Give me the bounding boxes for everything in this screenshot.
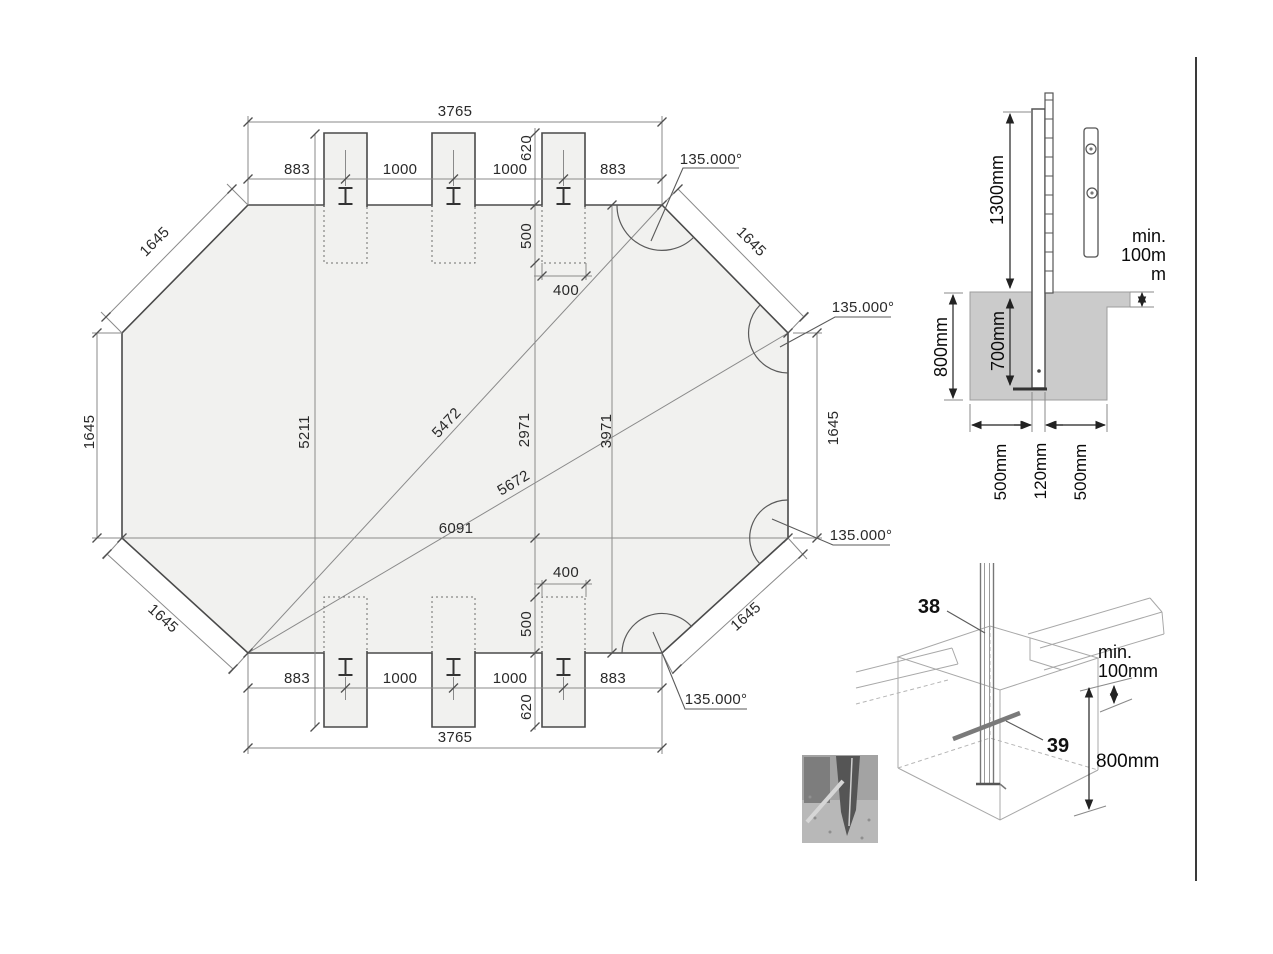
dim-edge-bottom-left: 1645 bbox=[144, 601, 181, 637]
dim-tab-height-bottom: 620 bbox=[518, 694, 535, 720]
dim-spacing-bottom-3: 1000 bbox=[493, 670, 528, 687]
dim-pocket-depth-bottom: 500 bbox=[518, 611, 535, 637]
anchor-rod bbox=[952, 710, 1021, 742]
dim-spacing-bottom-1: 883 bbox=[284, 670, 310, 687]
dim-footing-width-mid: 120mm bbox=[1031, 443, 1050, 500]
angle-annotations bbox=[616, 167, 891, 710]
part-label-post: 38 bbox=[918, 596, 940, 618]
dim-spacing-top-4: 883 bbox=[600, 161, 626, 178]
dim-overall-bottom: 3765 bbox=[438, 729, 473, 746]
min-cover-line-3: m bbox=[1151, 264, 1166, 284]
floor-plan: 3765 883 1000 1000 883 620 500 400 883 1… bbox=[81, 103, 894, 754]
section-dimensions bbox=[944, 111, 1154, 432]
dim-pocket-width-bottom: 400 bbox=[553, 564, 579, 581]
anchor-post bbox=[976, 563, 1007, 790]
post-pocket-dotted bbox=[541, 205, 586, 264]
dim-width-mid: 6091 bbox=[439, 520, 474, 537]
angle-top-right: 135.000° bbox=[680, 151, 743, 168]
internal-dimension-lines bbox=[122, 128, 789, 730]
dim-post-embed: 700mm bbox=[988, 311, 1008, 371]
dim-overall-top: 3765 bbox=[438, 103, 473, 120]
post-pocket-dotted bbox=[431, 205, 476, 264]
angle-bottom-right: 135.000° bbox=[685, 691, 748, 708]
leader-39 bbox=[1005, 720, 1044, 741]
post-pocket-dotted bbox=[323, 205, 368, 264]
post-section-detail: 1300mm 700mm 800mm min. 100m m 500mm 120… bbox=[931, 92, 1166, 501]
dim-pocket-width-top: 400 bbox=[553, 282, 579, 299]
dim-edge-bottom-right: 1645 bbox=[727, 599, 764, 635]
post-pocket-dotted bbox=[541, 596, 586, 653]
dim-footing-width-left: 500mm bbox=[991, 444, 1010, 501]
part-label-rod: 39 bbox=[1047, 735, 1069, 757]
dim-footing-width-right: 500mm bbox=[1071, 444, 1090, 501]
dimension-lines bbox=[92, 116, 822, 754]
dim-footing-depth: 800mm bbox=[931, 317, 951, 377]
post-adjustment-strip bbox=[1044, 92, 1054, 294]
tab-center-lines bbox=[345, 150, 564, 186]
dim-height-left: 5211 bbox=[296, 415, 313, 448]
dim-tab-height-top: 620 bbox=[518, 135, 535, 161]
dim-edge-top-right: 1645 bbox=[733, 224, 769, 260]
dim-spacing-bottom-2: 1000 bbox=[383, 670, 418, 687]
anchor-min-cover-line-1: min. bbox=[1098, 642, 1132, 662]
post-pocket-dotted bbox=[431, 596, 476, 653]
dim-edge-left: 1645 bbox=[81, 415, 98, 450]
dim-spacing-bottom-4: 883 bbox=[600, 670, 626, 687]
dim-post-above-ground: 1300mm bbox=[987, 155, 1007, 225]
anchor-dimensions bbox=[1073, 677, 1133, 817]
min-cover-line-1: min. bbox=[1132, 226, 1166, 246]
post-anchor-detail: 38 39 min. 100mm 800mm bbox=[802, 563, 1165, 843]
strip-holes bbox=[1045, 99, 1053, 272]
dim-spacing-top-2: 1000 bbox=[383, 161, 418, 178]
spirit-level-icon bbox=[1083, 127, 1099, 258]
angle-right-upper: 135.000° bbox=[832, 299, 895, 316]
dim-spacing-top-1: 883 bbox=[284, 161, 310, 178]
dim-pocket-depth-top: 500 bbox=[518, 223, 535, 249]
dim-height-right: 3971 bbox=[598, 414, 615, 449]
photo-inset bbox=[802, 755, 878, 843]
dim-height-mid: 2971 bbox=[516, 413, 533, 448]
photo-rod bbox=[805, 779, 845, 824]
bottom-post-tabs bbox=[323, 596, 586, 728]
angle-right-lower: 135.000° bbox=[830, 527, 893, 544]
photo-post bbox=[836, 756, 860, 836]
anchor-depth: 800mm bbox=[1096, 751, 1159, 772]
post-body bbox=[1031, 108, 1046, 389]
top-post-tabs bbox=[323, 132, 586, 264]
i-beam-icon bbox=[338, 658, 571, 676]
anchor-min-cover-line-2: 100mm bbox=[1098, 661, 1158, 681]
dim-spacing-top-3: 1000 bbox=[493, 161, 528, 178]
i-beam-icon bbox=[338, 187, 571, 205]
floor-beams bbox=[855, 597, 1165, 705]
leader-38 bbox=[946, 610, 986, 634]
post-bolt-dot bbox=[1037, 369, 1041, 373]
post-pocket-dotted bbox=[323, 596, 368, 653]
min-cover-line-2: 100m bbox=[1121, 245, 1166, 265]
tick-marks bbox=[92, 117, 822, 753]
dim-edge-right: 1645 bbox=[825, 411, 842, 446]
